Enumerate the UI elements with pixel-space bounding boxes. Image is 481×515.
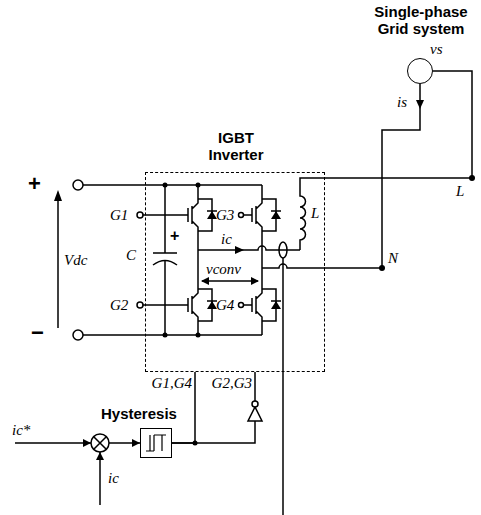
leg-wire <box>197 235 199 285</box>
junction-dot <box>163 183 168 188</box>
terminals <box>73 180 244 340</box>
hysteresis-block: Hysteresis <box>140 428 172 458</box>
inductor-symbol <box>300 178 325 250</box>
voltage-label: vconv <box>206 261 241 278</box>
arrowhead <box>235 246 244 254</box>
summing-cross <box>94 437 106 449</box>
junction-dot <box>196 183 201 188</box>
dc-terminal <box>73 330 83 340</box>
arrowhead <box>83 439 91 447</box>
igbt-symbol <box>244 185 262 285</box>
terminal-sign: + <box>28 171 41 197</box>
component-label: L <box>311 205 319 222</box>
diode-symbol <box>262 289 281 321</box>
junction-dot <box>379 265 385 271</box>
wire-connector <box>324 84 420 268</box>
source-title: Single-phase Grid system <box>365 3 477 37</box>
wiring <box>15 178 325 515</box>
diode-triangle <box>207 301 217 309</box>
current-label: ic <box>221 231 232 248</box>
diode-symbol <box>198 199 217 231</box>
capacitor-symbol <box>153 185 177 335</box>
gate-signal-label: G2,G3 <box>206 375 252 392</box>
current-arrowhead <box>416 100 424 109</box>
diode-symbol <box>262 199 281 231</box>
current-label: ic <box>108 470 119 487</box>
arrowhead <box>96 452 104 460</box>
node-label: L <box>456 183 464 200</box>
gate-label: G3 <box>216 207 234 224</box>
signal-wire <box>15 442 140 444</box>
gate-signal-label: G1,G4 <box>146 375 192 392</box>
diode-symbol <box>198 289 217 321</box>
polarity-sign: + <box>170 227 179 245</box>
voltage-arrow <box>202 280 258 282</box>
feedback-wire <box>282 258 284 515</box>
component-label: C <box>126 247 136 264</box>
block-title: IGBT Inverter <box>200 129 272 163</box>
current-sensor <box>279 242 287 258</box>
output-wire <box>262 264 325 268</box>
block-title: Hysteresis <box>101 405 177 422</box>
arrowhead <box>54 190 62 201</box>
capacitor-plate <box>153 261 177 266</box>
gate-label: G2 <box>110 297 128 314</box>
reference-label: ic* <box>12 422 30 439</box>
diode-triangle <box>207 211 217 219</box>
voltage-label: vs <box>430 41 443 58</box>
output-wire <box>198 246 300 250</box>
gate-terminal <box>239 303 244 308</box>
node-label: N <box>388 250 398 267</box>
dc-terminal <box>73 180 83 190</box>
igbt-symbol <box>244 285 262 335</box>
junction-dot <box>196 333 201 338</box>
arrowhead <box>201 277 209 285</box>
dc-rail <box>83 185 262 335</box>
not-gate <box>248 407 262 421</box>
gate-terminal <box>137 302 143 308</box>
gate-label: G1 <box>110 207 128 224</box>
terminal-sign: − <box>31 320 44 346</box>
current-label: is <box>397 94 407 111</box>
hysteresis-symbol <box>146 435 166 451</box>
not-gate-bubble <box>252 401 258 407</box>
voltage-source: Single-phase Grid systemvs <box>407 58 433 84</box>
wire-connector <box>324 71 472 178</box>
gate-label: G4 <box>216 297 234 314</box>
junction-dot <box>193 441 198 446</box>
gate-terminal <box>239 213 244 218</box>
diode-triangle <box>271 301 281 309</box>
diode-triangle <box>271 211 281 219</box>
gate-terminal <box>137 212 143 218</box>
junction-dot <box>163 333 168 338</box>
voltage-arrow <box>57 196 59 328</box>
junction-dot <box>469 175 475 181</box>
igbt-symbol <box>143 285 198 335</box>
summing-junction <box>91 434 109 452</box>
arrowheads <box>54 183 281 461</box>
arrowhead <box>251 277 259 285</box>
voltage-label: Vdc <box>64 252 87 269</box>
arrowhead <box>132 439 140 447</box>
